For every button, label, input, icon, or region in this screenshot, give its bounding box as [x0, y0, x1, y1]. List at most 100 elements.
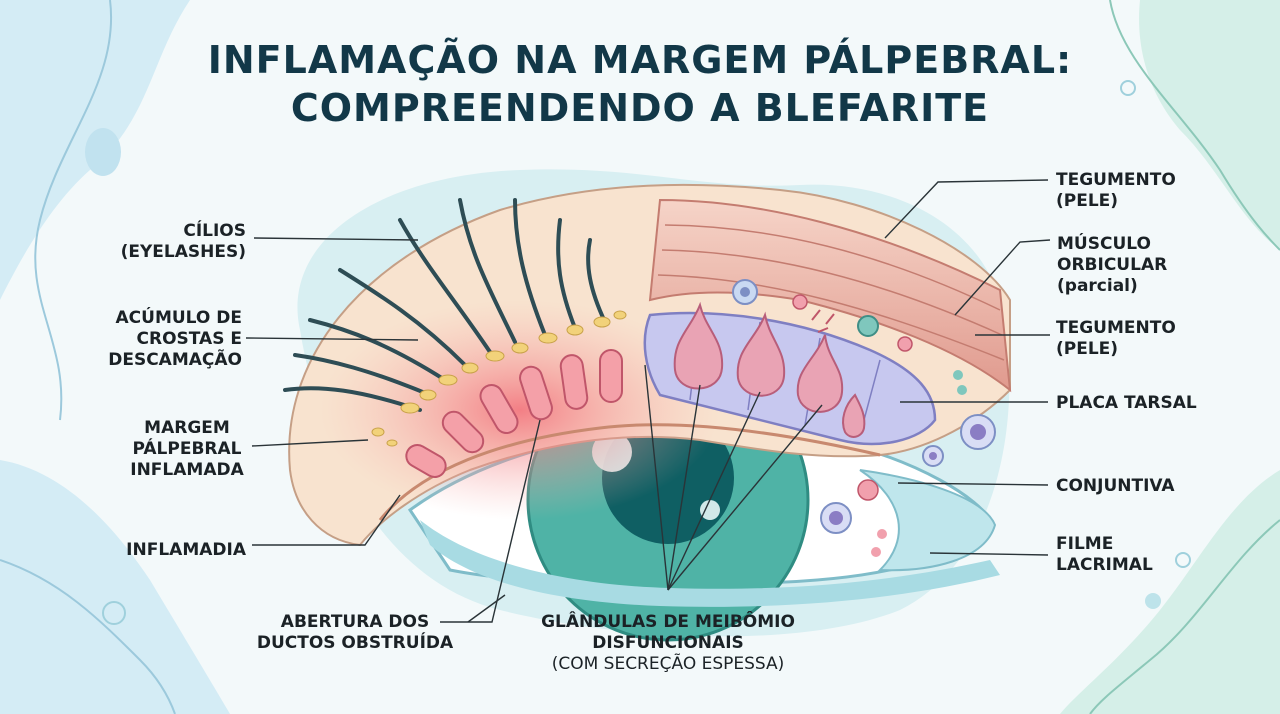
cell [829, 511, 843, 525]
label-crostas-line: DESCAMAÇÃO [108, 350, 242, 370]
label-tegumento-2-line: TEGUMENTO [1056, 318, 1176, 338]
gland [796, 334, 844, 413]
crust [386, 439, 398, 447]
bubble [85, 128, 121, 176]
lower-eyelid [420, 520, 1000, 607]
leader-glandulas-1 [667, 384, 701, 591]
label-glandulas-line: (COM SECREÇÃO ESPESSA) [551, 654, 785, 674]
meibomian-glands [673, 301, 866, 438]
leader-musculo [954, 239, 1051, 316]
label-tegumento-2: TEGUMENTO (PELE) [1056, 318, 1216, 360]
label-cilios: CÍLIOS (EYELASHES) [100, 221, 246, 263]
crust [485, 350, 505, 362]
cell [897, 336, 913, 352]
duct [441, 410, 485, 454]
eyelash [338, 268, 467, 367]
duct [519, 365, 553, 421]
swirl-line [1089, 519, 1280, 714]
label-filme-lacrimal-line: LACRIMAL [1056, 555, 1153, 575]
label-glandulas-line: DISFUNCIONAIS [592, 633, 744, 653]
crusts-scales [371, 310, 627, 447]
muscle-stripe [657, 274, 1005, 361]
leader-glandulas-2 [667, 391, 761, 591]
crust [538, 332, 558, 344]
crust [461, 362, 479, 374]
label-glandulas-line: GLÂNDULAS DE MEIBÔMIO [541, 612, 795, 632]
label-musculo-line: ORBICULAR [1057, 255, 1168, 275]
leader-margem [251, 439, 369, 447]
label-crostas: ACÚMULO DE CROSTAS E DESCAMAÇÃO [70, 308, 242, 371]
label-conjuntiva: CONJUNTIVA [1056, 476, 1226, 497]
label-cilios-line: (EYELASHES) [120, 242, 246, 262]
cell [957, 385, 967, 395]
tear-film [859, 469, 997, 572]
blob-bottom-left [0, 460, 230, 714]
eyelash [513, 198, 547, 337]
label-abertura: ABERTURA DOS DUCTOS OBSTRUÍDA [250, 612, 460, 654]
muscle-stripe [661, 249, 1003, 336]
cell [970, 424, 986, 440]
eyelash [293, 353, 432, 397]
label-musculo-line: MÚSCULO [1057, 234, 1151, 254]
eye-reflection [700, 500, 720, 520]
cell [857, 315, 879, 337]
crust [511, 342, 529, 354]
eyelash [398, 218, 492, 354]
label-margem-line: PÁLPEBRAL [132, 439, 242, 459]
eyelashes [283, 198, 607, 412]
cell [857, 479, 879, 501]
crust [400, 402, 420, 414]
label-musculo-line: (parcial) [1057, 276, 1138, 296]
label-filme-lacrimal-line: FILME [1056, 534, 1114, 554]
gland [736, 311, 786, 397]
blob-top-right [1139, 0, 1280, 250]
blob-bottom-right [1060, 470, 1280, 714]
leader-cilios [253, 237, 419, 241]
label-abertura-line: DUCTOS OBSTRUÍDA [256, 633, 454, 653]
eyelash [283, 386, 422, 412]
bubble [1120, 80, 1136, 96]
crust [438, 374, 458, 386]
label-tegumento-1: TEGUMENTO (PELE) [1056, 170, 1216, 212]
duct [405, 444, 447, 478]
label-crostas-line: CROSTAS E [136, 329, 242, 349]
label-margem-line: MARGEM [144, 418, 230, 438]
bubble [102, 601, 126, 625]
label-margem: MARGEM PÁLPEBRAL INFLAMADA [120, 418, 254, 481]
eyelash [556, 218, 577, 330]
secretion-drops [811, 309, 835, 333]
duct [599, 349, 623, 403]
leader-filme [929, 552, 1049, 556]
label-glandulas: GLÂNDULAS DE MEIBÔMIO DISFUNCIONAIS (COM… [530, 612, 806, 675]
gland [842, 393, 866, 438]
cell [740, 287, 750, 297]
leader-glandulas-3 [667, 404, 823, 591]
cell [929, 452, 937, 460]
leader-crostas [245, 337, 419, 341]
page-title-line-2: COMPREENDENDO A BLEFARITE [290, 86, 990, 130]
lid-margin-edge [378, 423, 881, 521]
label-inflamadia-line: INFLAMADIA [126, 540, 246, 560]
leader-lines [245, 179, 1051, 623]
label-abertura-line: ABERTURA DOS [280, 612, 430, 632]
label-filme-lacrimal: FILME LACRIMAL [1056, 534, 1216, 576]
crust [419, 389, 437, 401]
label-inflamadia: INFLAMADIA [100, 540, 246, 561]
crust [593, 316, 611, 328]
cell [877, 529, 887, 539]
label-crostas-line: ACÚMULO DE [115, 308, 242, 328]
eyelash [308, 318, 447, 382]
swirl-line [34, 0, 113, 421]
duct [479, 384, 519, 434]
leader-abertura-2 [467, 594, 506, 623]
page-title-line-1: INFLAMAÇÃO NA MARGEM PÁLPEBRAL: [207, 38, 1073, 82]
label-tegumento-1-line: (PELE) [1056, 191, 1119, 211]
label-tegumento-2-line: (PELE) [1056, 339, 1119, 359]
cell [953, 370, 963, 380]
label-placa-tarsal: PLACA TARSAL [1056, 393, 1226, 414]
leader-tegumento1 [884, 179, 1049, 239]
crust [566, 324, 584, 336]
label-cilios-line: CÍLIOS [183, 221, 246, 241]
bubble [1145, 593, 1161, 609]
